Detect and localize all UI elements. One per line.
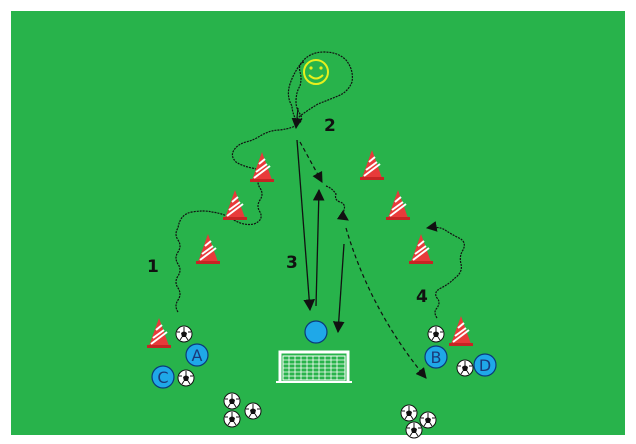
ball <box>245 403 261 419</box>
player-c: C <box>152 366 174 388</box>
step-label-2: 2 <box>324 116 336 136</box>
ball <box>178 370 194 386</box>
ball <box>428 326 444 342</box>
step-label-4: 4 <box>416 287 428 307</box>
player-d-label: D <box>479 356 491 375</box>
ball <box>224 393 240 409</box>
ball <box>401 405 417 421</box>
smiley-eye-right <box>319 66 322 69</box>
player-d: D <box>474 354 496 376</box>
step-label-3: 3 <box>286 253 298 273</box>
player-b-label: B <box>431 348 442 367</box>
ball <box>176 326 192 342</box>
ball <box>224 411 240 427</box>
ball <box>457 360 473 376</box>
player-b: B <box>425 346 447 368</box>
player-a-label: A <box>192 346 203 365</box>
player-c-label: C <box>157 368 168 387</box>
smiley-eye-left <box>309 66 312 69</box>
step-label-1: 1 <box>147 257 159 277</box>
goalkeeper-marker <box>305 321 327 343</box>
ball <box>420 412 436 428</box>
ball <box>406 422 422 438</box>
player-a: A <box>186 344 208 366</box>
